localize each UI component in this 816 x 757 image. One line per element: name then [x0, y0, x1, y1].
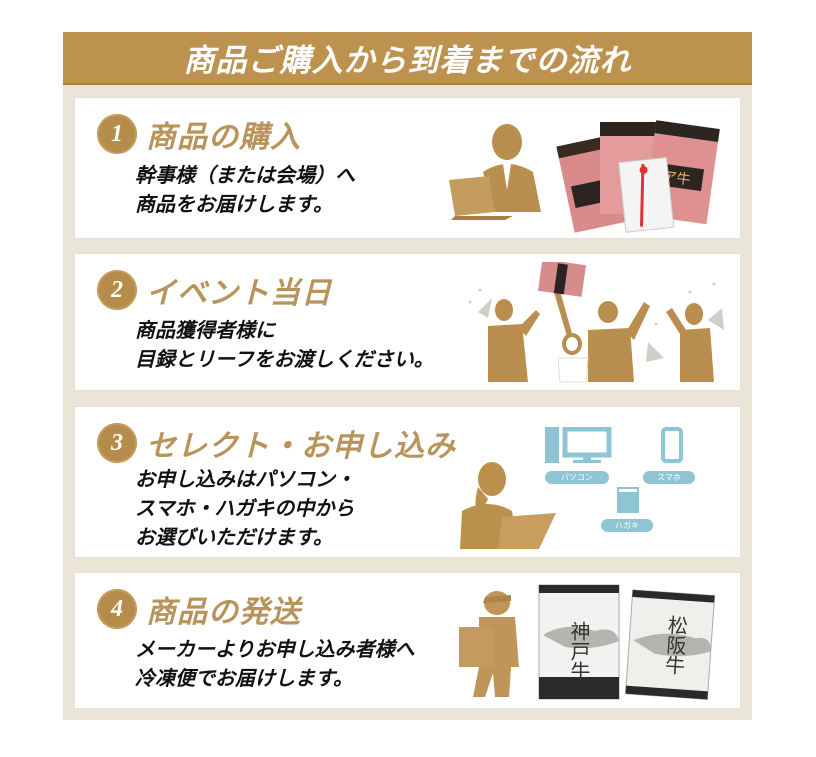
step-card-4: 4 商品の発送 メーカーよりお申し込み者様へ 冷凍便でお届けします。 神戸牛 — [75, 573, 740, 708]
kobe-beef-box: 神戸牛 — [538, 584, 620, 700]
svg-text:神戸牛: 神戸牛 — [567, 621, 591, 681]
postcard-icon — [617, 487, 639, 513]
step-description: 幹事様（または会場）へ 商品をお届けします。 — [135, 163, 355, 216]
flow-panel: 商品ご購入から到着までの流れ 1 商品の購入 幹事様（または会場）へ 商品をお届… — [63, 32, 752, 720]
woman-at-laptop-icon — [460, 462, 556, 549]
step-description: お申し込みはパソコン・ スマホ・ハガキの中から お選びいただけます。 — [135, 467, 355, 549]
step-heading: 商品の発送 — [146, 596, 301, 629]
smartphone-label: スマホ — [643, 471, 695, 484]
step-title-3: 3 セレクト・お申し込み — [97, 421, 456, 465]
step-number-badge: 4 — [97, 589, 137, 629]
smartphone-icon — [661, 427, 683, 463]
postcard-label: ハガキ — [601, 519, 653, 532]
step-title-4: 4 商品の発送 — [97, 587, 301, 631]
beef-gift-boxes: 神戸牛 松阪牛 — [538, 584, 716, 700]
step-heading: セレクト・お申し込み — [146, 430, 456, 463]
party-celebration-icon — [468, 262, 724, 383]
step-heading: 商品の購入 — [146, 121, 301, 154]
step-title-2: 2 イベント当日 — [97, 268, 332, 312]
step-number-badge: 1 — [97, 114, 137, 154]
page-title: 商品ご購入から到着までの流れ — [183, 43, 632, 79]
step-card-2: 2 イベント当日 商品獲得者様に 目録とリーフをお渡しください。 — [75, 254, 740, 390]
meat-catalog-image: ア牛 — [556, 120, 720, 233]
step-description: 商品獲得者様に 目録とリーフをお渡しください。 — [135, 318, 434, 371]
desktop-pc-icon — [545, 427, 612, 463]
matsusaka-beef-box: 松阪牛 — [625, 589, 716, 700]
delivery-person-icon — [459, 591, 519, 697]
step-heading: イベント当日 — [146, 277, 332, 310]
person-at-laptop-icon — [449, 124, 541, 220]
step-card-1: 1 商品の購入 幹事様（または会場）へ 商品をお届けします。 ア牛 — [75, 98, 740, 238]
device-options: パソコン スマホ ハガキ — [545, 427, 745, 547]
step-title-1: 1 商品の購入 — [97, 112, 301, 156]
pc-label: パソコン — [545, 471, 609, 484]
step-number-badge: 2 — [97, 270, 137, 310]
flow-header: 商品ご購入から到着までの流れ — [63, 32, 752, 85]
step-number-badge: 3 — [97, 423, 137, 463]
step-card-3: 3 セレクト・お申し込み お申し込みはパソコン・ スマホ・ハガキの中から お選び… — [75, 407, 740, 557]
step-description: メーカーよりお申し込み者様へ 冷凍便でお届けします。 — [135, 637, 415, 690]
svg-text:松阪牛: 松阪牛 — [661, 614, 689, 676]
